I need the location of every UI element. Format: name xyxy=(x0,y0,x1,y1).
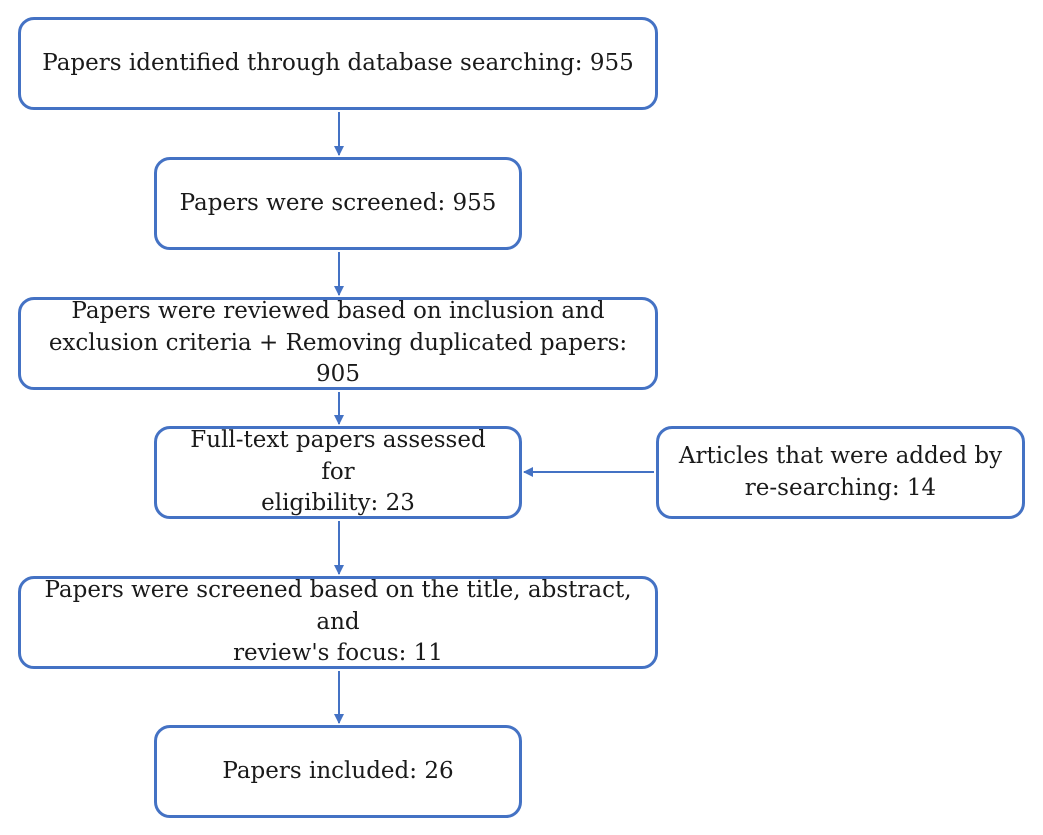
node-label-line: Papers were screened: 955 xyxy=(179,189,497,216)
node-papers-reviewed: Papers were reviewed based on inclusion … xyxy=(18,297,658,390)
node-articles-added: Articles that were added by re-searching… xyxy=(656,426,1025,519)
node-papers-screened-title: Papers were screened based on the title,… xyxy=(18,576,658,669)
node-papers-screened: Papers were screened: 955 xyxy=(154,157,522,250)
node-label-line: Papers were reviewed based on inclusion … xyxy=(71,297,605,324)
node-label-line: review's focus: 11 xyxy=(233,640,443,667)
node-label-line: Articles that were added by xyxy=(678,442,1003,469)
node-label-line: exclusion criteria + Removing duplicated… xyxy=(48,329,628,388)
node-label-line: Papers identified through database searc… xyxy=(42,49,634,76)
node-label-line: re-searching: 14 xyxy=(744,474,937,501)
node-label-line: Papers were screened based on the title,… xyxy=(44,576,632,635)
node-papers-included: Papers included: 26 xyxy=(154,725,522,818)
node-label-line: Papers included: 26 xyxy=(222,757,454,784)
node-label-line: eligibility: 23 xyxy=(261,490,415,517)
node-label-line: Full-text papers assessed for xyxy=(190,426,486,485)
node-papers-identified: Papers identified through database searc… xyxy=(18,17,658,110)
node-full-text-assessed: Full-text papers assessed for eligibilit… xyxy=(154,426,522,519)
